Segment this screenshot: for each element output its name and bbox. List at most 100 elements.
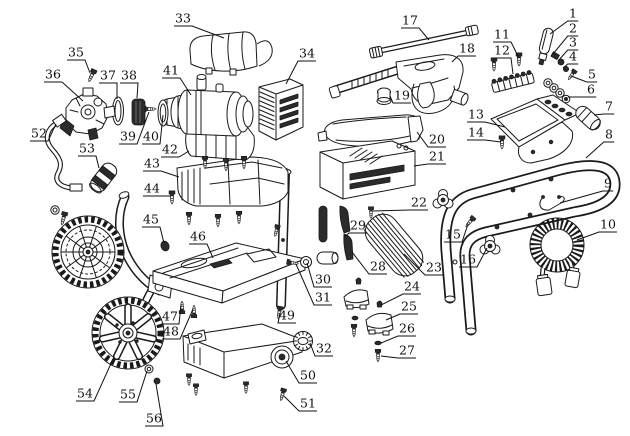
part-spray-gun	[328, 54, 469, 114]
callout-46: 46	[189, 229, 214, 259]
callout-7: 7	[593, 99, 615, 116]
callout-52-label: 52	[31, 126, 47, 141]
part-tank	[182, 323, 304, 379]
callout-10-label: 10	[600, 217, 616, 232]
callout-26-label: 26	[399, 321, 415, 336]
callout-55: 55	[119, 370, 148, 403]
callout-45-label: 45	[143, 212, 159, 227]
part-front-wheel	[91, 296, 165, 370]
callout-24-label: 24	[404, 279, 420, 294]
part-top-cover	[189, 31, 273, 76]
callout-22-label: 22	[411, 195, 427, 210]
part-control-box	[258, 78, 304, 141]
part-motor	[160, 74, 254, 137]
callout-1: 1	[549, 6, 579, 35]
callout-52: 52	[30, 123, 57, 142]
part-handle-tube	[440, 160, 621, 336]
part-bolt-15	[463, 215, 477, 229]
part-lower-tray	[176, 156, 289, 207]
callout-22: 22	[372, 195, 428, 212]
callout-18-label: 18	[459, 41, 475, 56]
part-control-panel	[490, 94, 581, 164]
callout-7-label: 7	[605, 99, 613, 114]
callout-39-label: 39	[120, 129, 136, 144]
callout-8: 8	[585, 127, 615, 159]
callout-20-label: 20	[429, 132, 445, 147]
callout-56-label: 56	[146, 411, 162, 426]
callout-49: 49	[277, 308, 296, 324]
callout-47: 47	[161, 304, 182, 325]
part-upper-cover	[317, 114, 424, 148]
callout-17-label: 17	[402, 13, 418, 28]
callout-45: 45	[142, 212, 165, 244]
callout-55-label: 55	[120, 387, 136, 402]
part-coupler	[89, 162, 118, 194]
callout-4: 4	[562, 49, 579, 69]
callout-46-label: 46	[190, 229, 206, 244]
callout-25-label: 25	[401, 299, 417, 314]
callout-43-label: 43	[144, 156, 160, 171]
callout-8-label: 8	[605, 127, 613, 142]
callout-54: 54	[76, 356, 115, 402]
callout-40-label: 40	[143, 129, 159, 144]
callout-19-label: 19	[394, 88, 410, 103]
part-foam-grip	[575, 105, 601, 131]
callout-31: 31	[295, 263, 332, 306]
callout-26: 26	[380, 321, 416, 344]
callout-11-label: 11	[494, 27, 510, 42]
callout-48-label: 48	[163, 324, 179, 339]
part-suction-hose	[44, 113, 83, 192]
callout-51-label: 51	[300, 396, 316, 411]
callout-38: 38	[120, 68, 139, 99]
callout-23-label: 23	[426, 260, 442, 275]
part-hook	[539, 195, 565, 211]
part-knob-right	[479, 235, 501, 255]
part-clamp-straps	[286, 205, 354, 268]
callout-16: 16	[459, 247, 488, 268]
callout-35: 35	[67, 45, 91, 74]
callout-50: 50	[285, 360, 317, 384]
callout-6: 6	[568, 82, 597, 98]
callout-9-label: 9	[604, 176, 612, 191]
parts-artwork	[44, 24, 621, 402]
part-battery-box	[319, 140, 416, 200]
callout-44-label: 44	[144, 181, 160, 196]
callout-15: 15	[444, 223, 469, 243]
callout-27-label: 27	[399, 343, 415, 358]
callout-42-label: 42	[162, 142, 178, 157]
callout-12: 12	[493, 43, 514, 75]
callout-30-label: 30	[315, 272, 331, 287]
callout-39: 39	[119, 111, 150, 145]
callout-51: 51	[283, 396, 317, 412]
callout-23: 23	[403, 253, 443, 276]
callout-16-label: 16	[460, 252, 476, 267]
callout-35-label: 35	[68, 45, 84, 60]
callout-53: 53	[78, 141, 100, 169]
part-rear-wheel	[51, 215, 125, 289]
callout-38-label: 38	[121, 68, 137, 83]
callout-56: 56	[145, 383, 164, 427]
callout-53-label: 53	[79, 141, 95, 156]
part-screw-11a	[490, 57, 498, 72]
callout-12-label: 12	[494, 43, 510, 58]
part-trigger-lock	[376, 87, 392, 105]
part-tank-cap	[293, 331, 313, 351]
part-seal-ring	[157, 99, 169, 127]
callout-5: 5	[570, 67, 598, 83]
callout-6-label: 6	[587, 82, 595, 97]
callout-41: 41	[162, 63, 192, 96]
callout-28-label: 28	[370, 259, 386, 274]
callout-54-label: 54	[77, 386, 93, 401]
part-pump	[59, 87, 116, 141]
callout-36-label: 36	[45, 67, 61, 82]
callout-24: 24	[380, 279, 421, 306]
callout-34: 34	[285, 46, 316, 85]
callout-5-label: 5	[588, 67, 596, 82]
callout-37: 37	[99, 68, 118, 99]
part-pressure-hose	[529, 217, 585, 297]
callout-18: 18	[451, 41, 476, 63]
callout-3-label: 3	[569, 35, 577, 50]
part-lance-wand	[368, 24, 479, 59]
callout-31-label: 31	[315, 290, 331, 305]
part-screw-35	[85, 68, 98, 84]
